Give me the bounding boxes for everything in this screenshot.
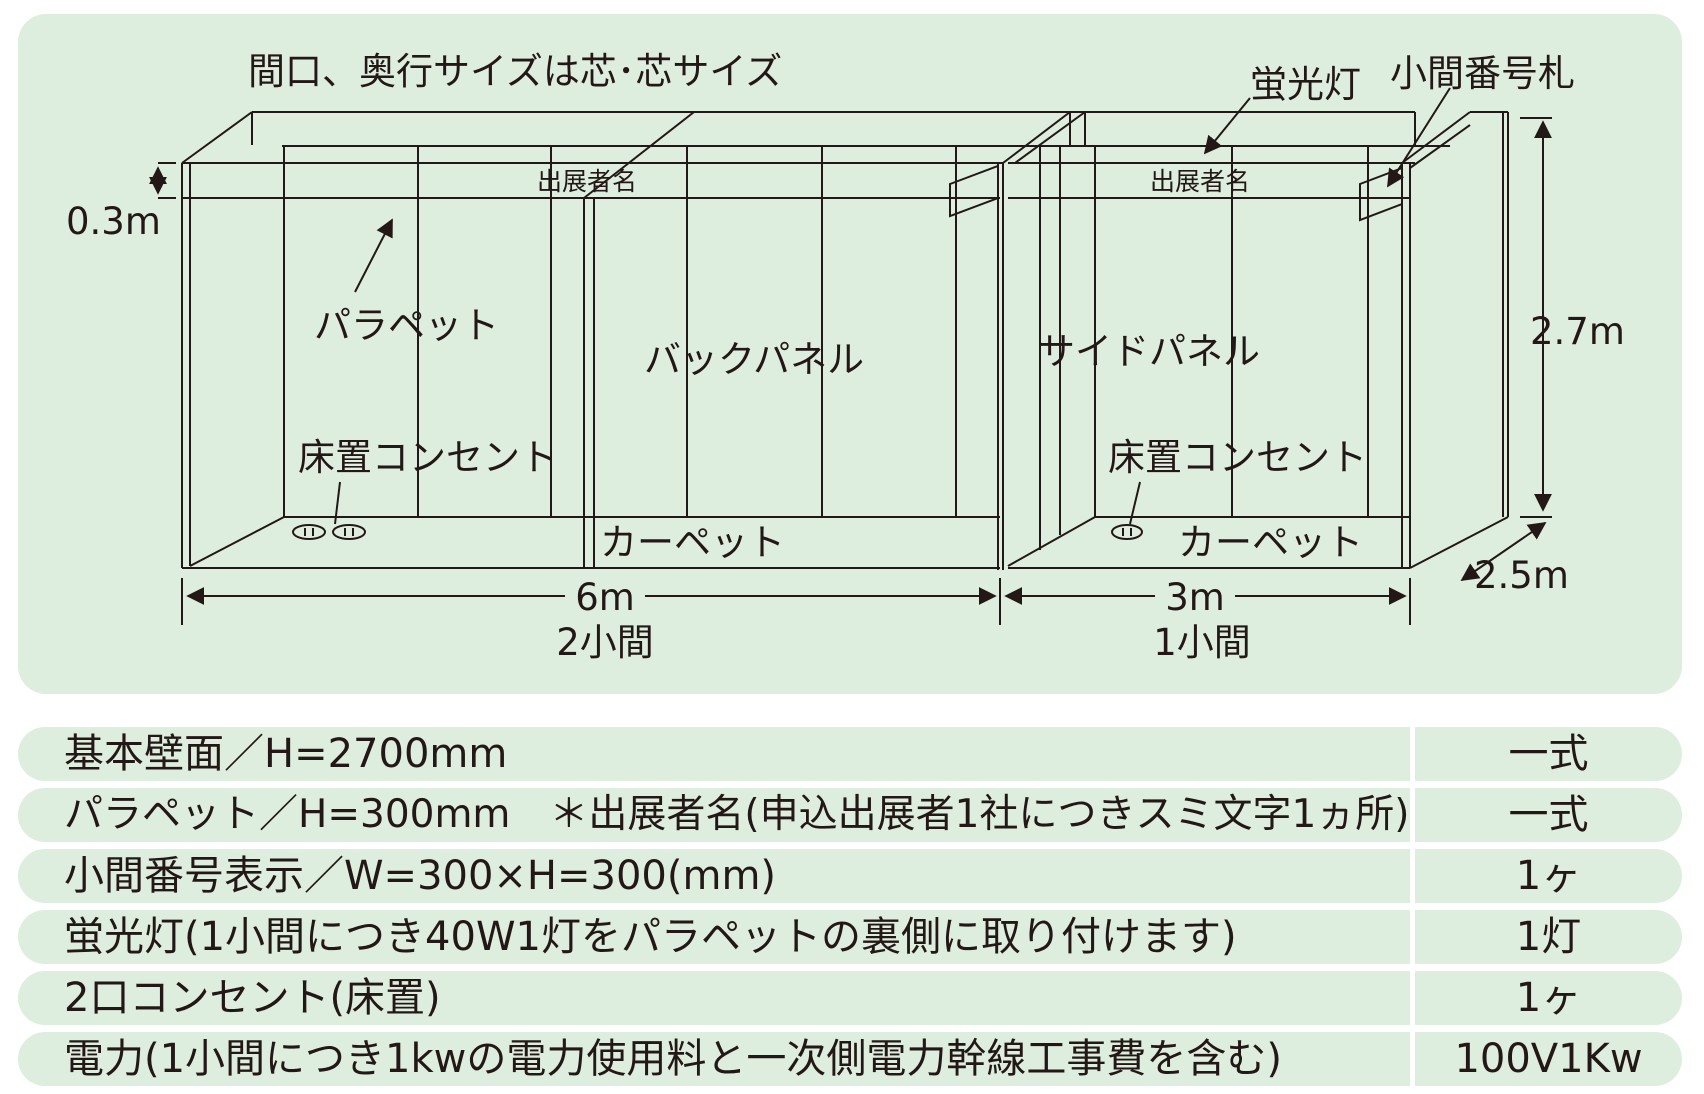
spec-row: 蛍光灯(1小間につき40W1灯をパラペットの裏側に取り付けます) 1灯 <box>18 910 1682 964</box>
carpet-right-label: カーペット <box>1178 521 1363 564</box>
spec-quantity: 一式 <box>1415 788 1682 842</box>
booth-diagram: 間口、奥行サイズは芯･芯サイズ 蛍光灯 小間番号札 出展者名 出展者名 0.3m… <box>66 50 1625 664</box>
parapet-label: パラペット <box>314 304 499 347</box>
width-one-booth-label: 3m <box>1165 576 1225 619</box>
dimension-note: 間口、奥行サイズは芯･芯サイズ <box>248 50 782 93</box>
booth-number-plate-label: 小間番号札 <box>1390 52 1575 95</box>
spec-item: 小間番号表示／W=300×H=300(mm) <box>18 849 1410 903</box>
side-panel-label: サイドパネル <box>1038 330 1260 373</box>
booth-structure-lines <box>181 111 1509 570</box>
exhibitor-name-left: 出展者名 <box>537 167 637 196</box>
spec-item: 蛍光灯(1小間につき40W1灯をパラペットの裏側に取り付けます) <box>18 910 1410 964</box>
booth-diagram-panel <box>18 14 1682 694</box>
depth-label: 2.5m <box>1474 554 1569 597</box>
floor-outlet-icons <box>292 524 1143 540</box>
spec-quantity: 一式 <box>1415 727 1682 781</box>
spec-row: 電力(1小間につき1kwの電力使用料と一次側電力幹線工事費を含む) 100V1K… <box>18 1032 1682 1086</box>
width-two-booths-label: 6m <box>575 576 635 619</box>
carpet-left-label: カーペット <box>600 521 785 564</box>
spec-row: パラペット／H=300mm ＊出展者名(申込出展者1社につきスミ文字1ヵ所) 一… <box>18 788 1682 842</box>
spec-quantity: 100V1Kw <box>1415 1032 1682 1086</box>
spec-item: 2口コンセント(床置) <box>18 971 1410 1025</box>
spec-quantity: 1ヶ <box>1415 971 1682 1025</box>
spec-item: 電力(1小間につき1kwの電力使用料と一次側電力幹線工事費を含む) <box>18 1032 1410 1086</box>
spec-row: 基本壁面／H=2700mm 一式 <box>18 727 1682 781</box>
leader-lines <box>334 87 1451 525</box>
spec-item: パラペット／H=300mm ＊出展者名(申込出展者1社につきスミ文字1ヵ所) <box>18 788 1410 842</box>
dimension-lines <box>149 117 1552 625</box>
spec-item: 基本壁面／H=2700mm <box>18 727 1410 781</box>
floor-outlet-right-label: 床置コンセント <box>1108 436 1367 479</box>
parapet-height-label: 0.3m <box>66 200 161 243</box>
spec-quantity: 1ヶ <box>1415 849 1682 903</box>
back-panel-label: バックパネル <box>644 338 864 381</box>
two-booths-count-label: 2小間 <box>556 621 654 664</box>
fluorescent-light-label: 蛍光灯 <box>1250 63 1361 106</box>
wall-height-label: 2.7m <box>1530 310 1625 353</box>
spec-row: 小間番号表示／W=300×H=300(mm) 1ヶ <box>18 849 1682 903</box>
spec-quantity: 1灯 <box>1415 910 1682 964</box>
exhibitor-name-right: 出展者名 <box>1150 167 1250 196</box>
one-booth-count-label: 1小間 <box>1153 621 1251 664</box>
spec-row: 2口コンセント(床置) 1ヶ <box>18 971 1682 1025</box>
floor-outlet-left-label: 床置コンセント <box>298 436 557 479</box>
